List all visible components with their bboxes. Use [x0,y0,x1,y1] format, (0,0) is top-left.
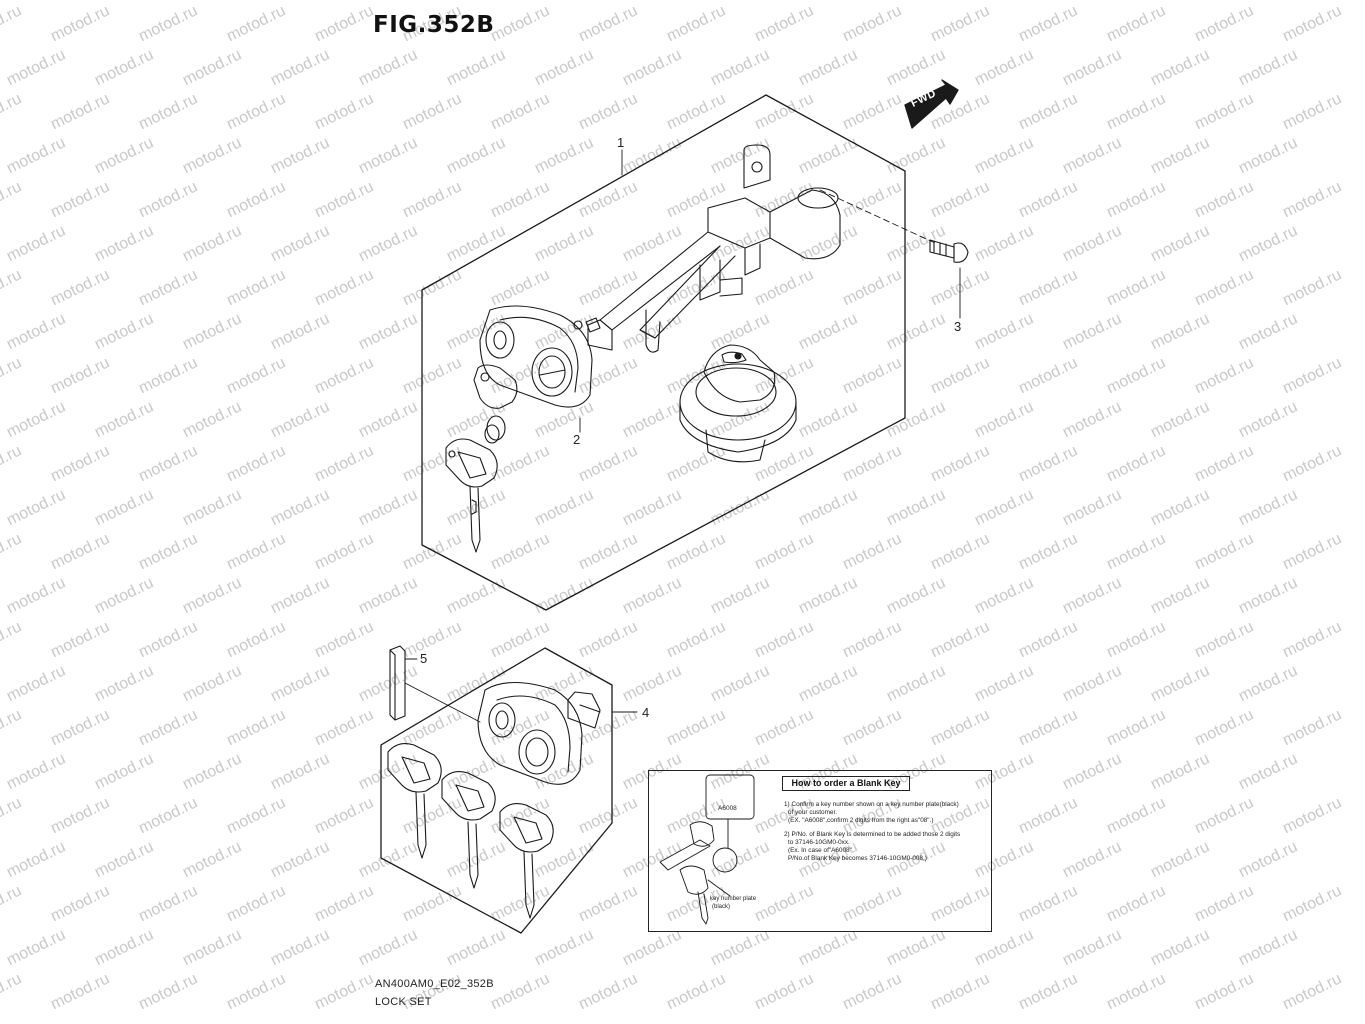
howto-box [648,770,992,932]
callout-3: 3 [954,319,962,334]
mounting-bolt [929,239,969,263]
callout-5: 5 [420,651,428,666]
callout-2: 2 [573,432,581,447]
bolt-leader [819,189,936,244]
callout-1: 1 [617,135,625,150]
howto-line: (Ex. In case of"A6008" [788,847,852,854]
ignition-key [445,364,518,553]
fwd-arrow-icon [904,79,959,129]
howto-line: P/No.of Blank Key becomes 37146-10GM0-00… [788,855,927,862]
plate-code: A6008 [718,805,737,812]
key-number-plate [389,645,406,721]
figure-title: FIG.352B [373,12,495,38]
figure-name: LOCK SET [375,996,432,1008]
howto-line: (EX. "A6008",confirm 2 digits from the r… [788,817,934,824]
howto-line: 1) Confirm a key number shown on a key n… [784,801,959,808]
howto-line: of your customer. [788,809,838,816]
plate-label: key number plate [710,896,757,902]
howto-line: 2) P/No. of Blank Key is determined to b… [784,831,961,838]
howto-illustration [659,774,755,925]
callout-4: 4 [642,705,650,720]
spare-key-2 [441,771,496,889]
ignition-switch [573,144,841,353]
main-assembly-frame [421,94,906,611]
fuel-cap [679,344,797,463]
spare-key-1 [387,743,442,859]
keyset-frame [380,647,613,934]
howto-title: How to order a Blank Key [782,776,910,791]
figure-code: AN400AM0_E02_352B [375,978,494,990]
leader-plate [404,682,481,723]
howto-line: to 37146-10GM0-0xx. [788,839,850,846]
spare-key-3 [499,803,554,919]
spare-lock-cylinder [477,682,601,785]
lock-cylinder [479,305,593,408]
plate-label-color: (black) [712,904,731,910]
